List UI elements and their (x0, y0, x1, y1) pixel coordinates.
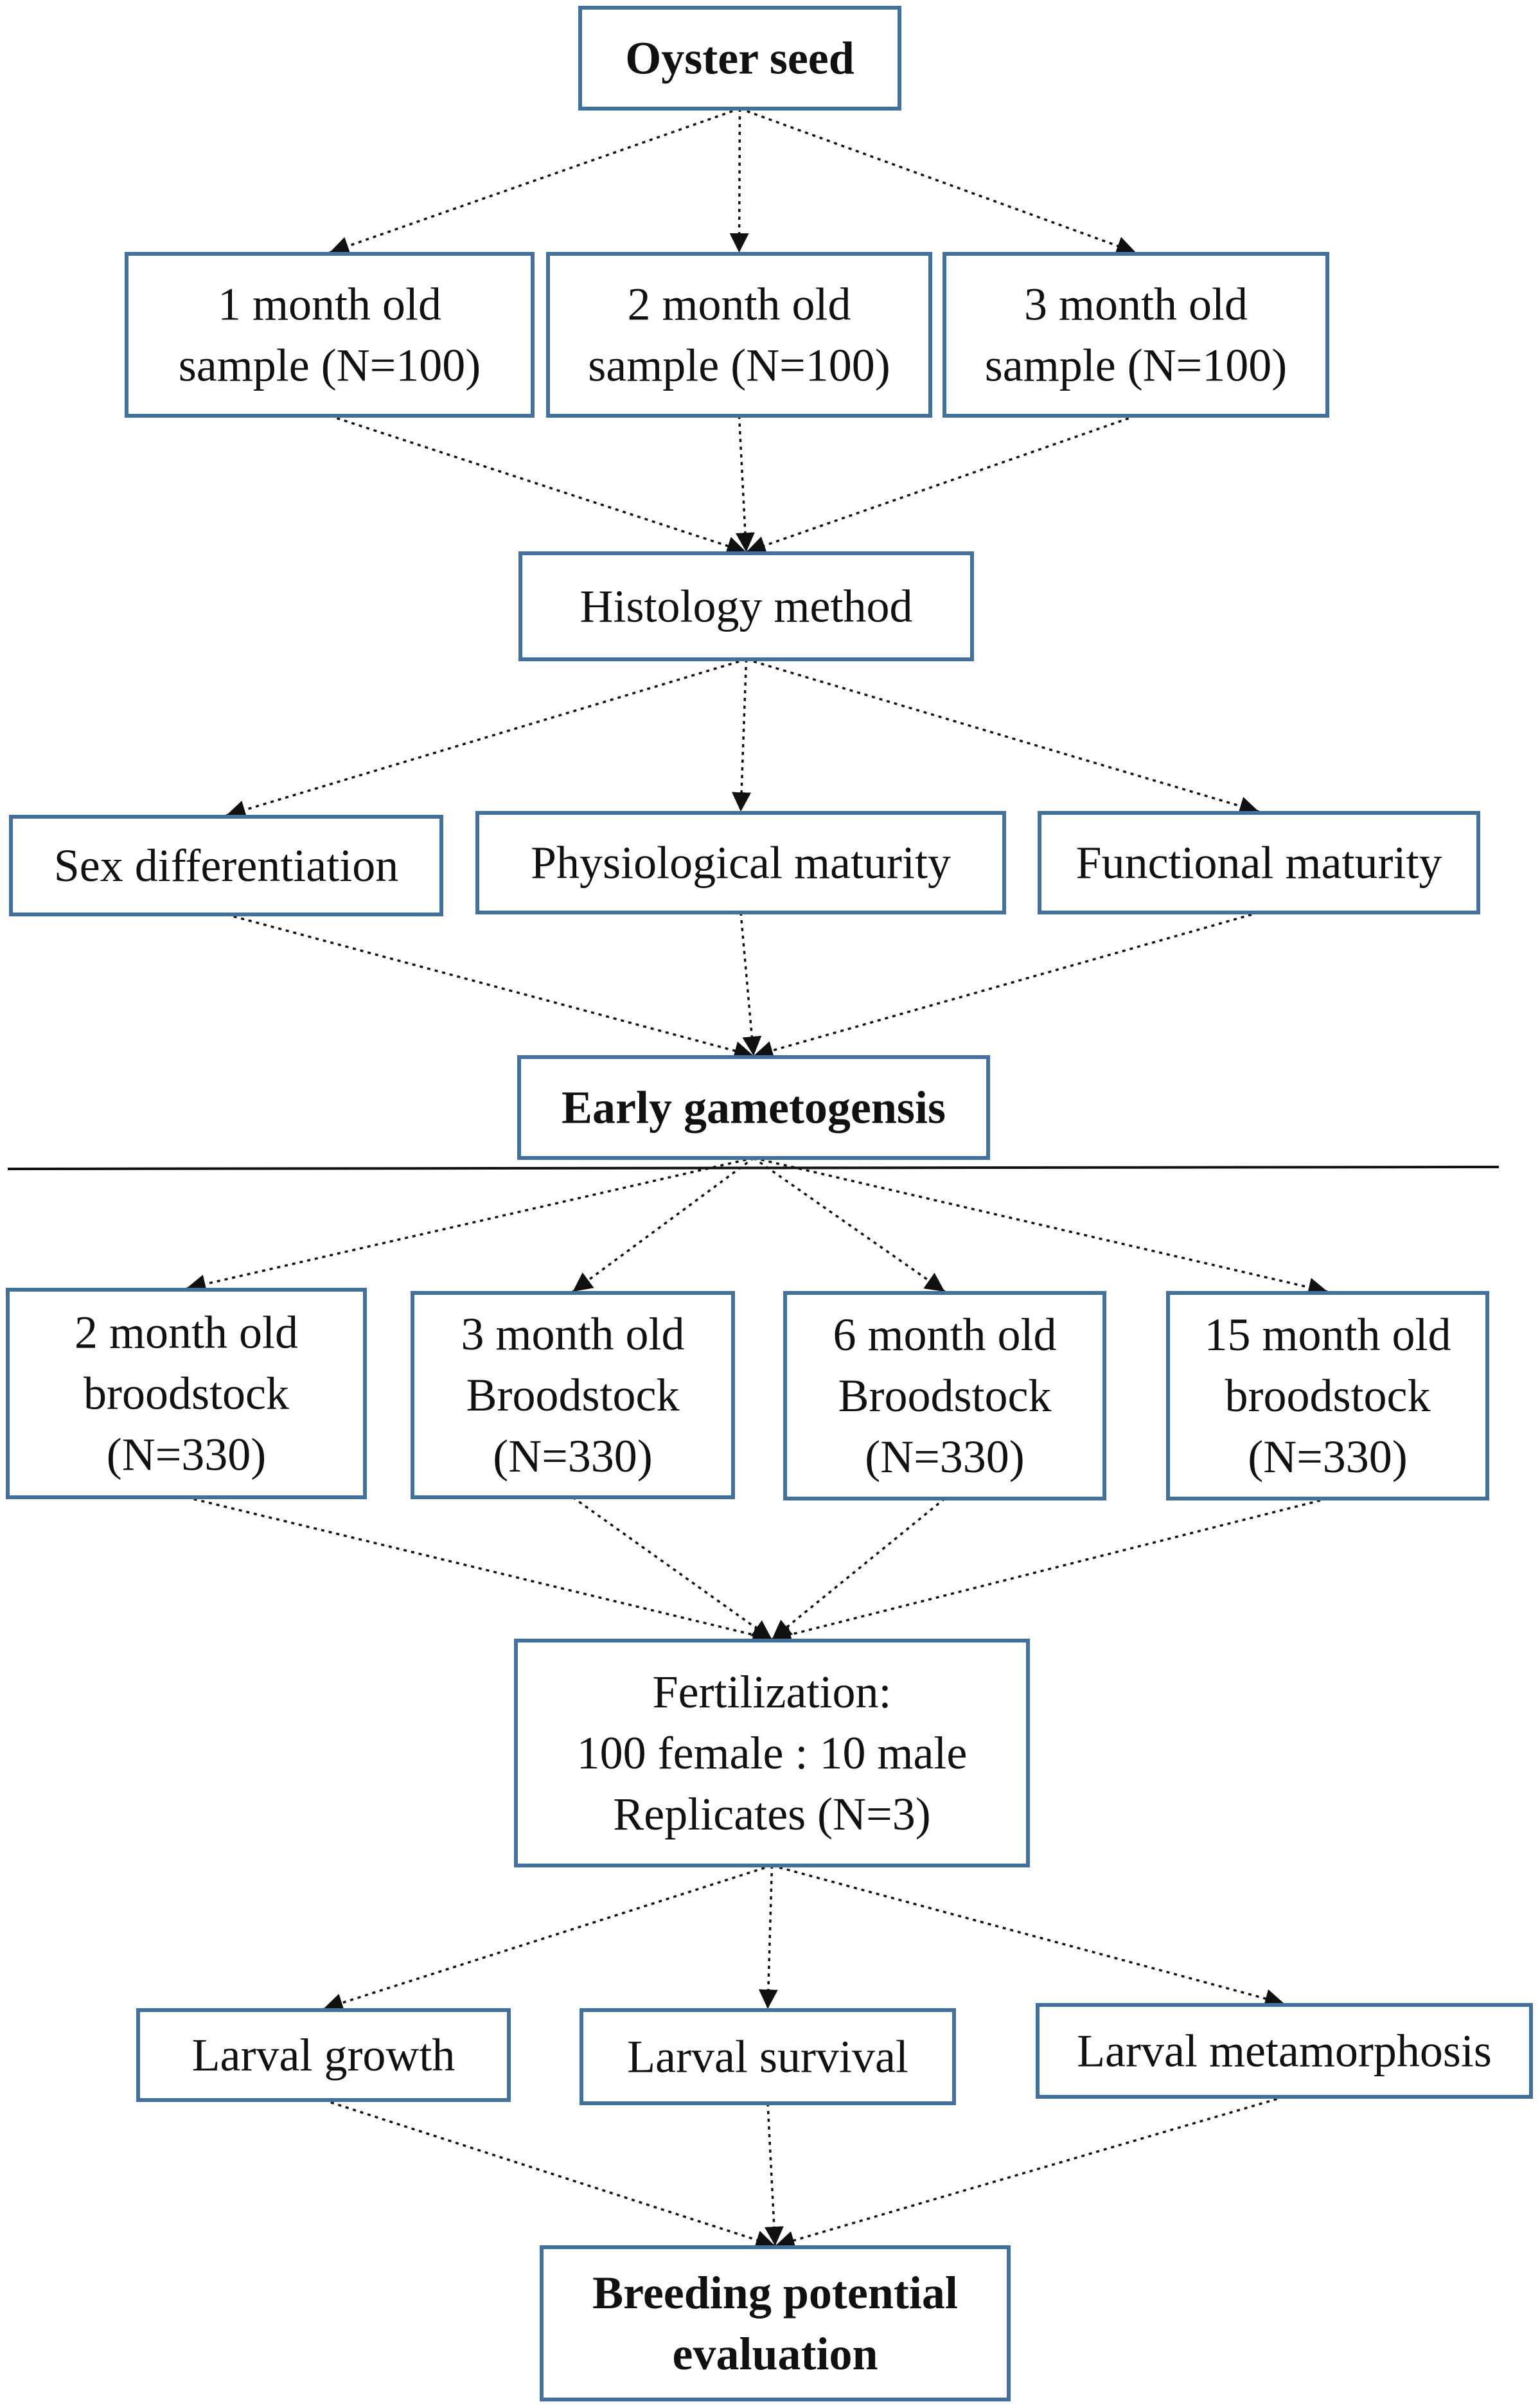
edge-broodstock-15m-to-fertilization (772, 1497, 1328, 1644)
node-label-line: (N=330) (493, 1430, 653, 1482)
edge-early-gametogenesis-to-broodstock-15m (753, 1157, 1328, 1297)
node-box (1036, 2003, 1533, 2099)
node-label-line: 6 month old (833, 1309, 1056, 1360)
node-label-line: Histology method (580, 581, 913, 632)
edge-physio-maturity-to-early-gametogenesis (739, 912, 762, 1056)
node-sample-1m: 1 month old sample (N=100) (125, 252, 535, 418)
node-label-line: Larval survival (627, 2031, 908, 2083)
node-box (9, 815, 443, 916)
node-box (783, 1291, 1106, 1500)
edge-sample-1m-to-histology (329, 414, 747, 555)
node-box (411, 1291, 735, 1499)
edge-sample-3m-to-histology (745, 414, 1137, 555)
node-oyster-seed: Oyster seed (578, 6, 901, 111)
node-box (125, 252, 535, 418)
edge-larval-growth-to-breeding-potential (323, 2099, 776, 2250)
node-box (943, 252, 1329, 418)
node-label-line: 3 month old (461, 1308, 684, 1360)
node-label-line: 2 month old (627, 279, 851, 330)
node-larval-metamorphosis: Larval metamorphosis (1036, 2003, 1533, 2099)
node-physio-maturity: Physiological maturity (475, 811, 1006, 914)
edge-early-gametogenesis-to-broodstock-2m (186, 1157, 754, 1294)
edge-oyster-seed-to-sample-2m (729, 108, 749, 253)
node-broodstock-15m: 15 month old broodstock (N=330) (1166, 1291, 1489, 1500)
node-label-line: Larval metamorphosis (1077, 2026, 1492, 2077)
edge-sample-2m-to-histology (735, 415, 755, 553)
node-sample-3m: 3 month old sample (N=100) (943, 252, 1329, 418)
node-label-line: sample (N=100) (985, 340, 1288, 391)
node-box (475, 811, 1006, 914)
node-breeding-potential: Breeding potential evaluation (540, 2245, 1011, 2401)
node-label-line: 15 month old (1204, 1309, 1451, 1360)
node-box (6, 1288, 367, 1499)
node-label-line: Larval growth (192, 2029, 456, 2081)
edge-broodstock-6m-to-fertilization (771, 1497, 946, 1641)
node-label-line: 1 month old (218, 279, 441, 330)
node-label-line: (N=330) (1248, 1431, 1408, 1482)
node-label-line: Functional maturity (1076, 837, 1442, 889)
edge-larval-metamorphosis-to-breeding-potential (775, 2096, 1285, 2250)
node-label-line: broodstock (1225, 1370, 1431, 1421)
node-label-line: (N=330) (107, 1429, 267, 1481)
node-box (514, 1639, 1030, 1867)
node-box (517, 1055, 990, 1160)
edge-fertilization-to-larval-metamorphosis (772, 1864, 1285, 2008)
node-label-line: Replicates (N=3) (613, 1788, 930, 1840)
node-box (1166, 1291, 1489, 1500)
edge-histology-to-physio-maturity (732, 659, 752, 812)
section-divider (7, 1166, 1500, 1170)
node-label-line: Fertilization: (653, 1666, 892, 1718)
node-label-line: Broodstock (838, 1370, 1052, 1421)
node-label-line: 3 month old (1024, 279, 1248, 330)
node-label-line: sample (N=100) (179, 340, 481, 391)
edge-broodstock-3m-to-fertilization (572, 1496, 773, 1641)
node-box (518, 551, 974, 661)
node-label-line: Physiological maturity (531, 837, 951, 889)
node-larval-survival: Larval survival (580, 2008, 956, 2105)
edge-histology-to-functional-maturity (746, 658, 1259, 815)
edge-oyster-seed-to-sample-1m (329, 107, 741, 256)
node-early-gametogenesis: Early gametogensis (517, 1055, 990, 1160)
edge-larval-survival-to-breeding-potential (764, 2103, 784, 2247)
node-label-line: 2 month old (75, 1307, 298, 1358)
node-box (580, 2008, 956, 2105)
node-sex-diff: Sex differentiation (9, 815, 443, 916)
node-label-line: Oyster seed (625, 33, 854, 84)
node-label-line: Sex differentiation (54, 840, 399, 891)
edge-fertilization-to-larval-growth (323, 1864, 773, 2013)
node-label-line: 100 female : 10 male (577, 1727, 968, 1779)
edge-functional-maturity-to-early-gametogenesis (753, 911, 1259, 1060)
edge-fertilization-to-larval-survival (758, 1865, 778, 2009)
node-box (578, 6, 901, 111)
node-box (136, 2008, 511, 2102)
node-label-line: broodstock (84, 1368, 289, 1420)
edge-histology-to-sex-diff (226, 658, 747, 819)
edges (186, 107, 1328, 2250)
node-box (540, 2245, 1011, 2401)
node-sample-2m: 2 month old sample (N=100) (546, 252, 932, 418)
node-larval-growth: Larval growth (136, 2008, 511, 2102)
node-label-line: Early gametogensis (562, 1082, 946, 1134)
node-label-line: evaluation (672, 2328, 878, 2380)
edge-oyster-seed-to-sample-3m (739, 107, 1137, 255)
node-label-line: sample (N=100) (588, 340, 890, 391)
node-functional-maturity: Functional maturity (1038, 811, 1480, 914)
node-label-line: Breeding potential (592, 2267, 958, 2319)
node-label-line: Broodstock (466, 1369, 680, 1421)
edge-early-gametogenesis-to-broodstock-3m (572, 1157, 755, 1293)
edge-early-gametogenesis-to-broodstock-6m (752, 1157, 946, 1293)
edge-sex-diff-to-early-gametogenesis (226, 913, 754, 1060)
node-label-line: (N=330) (865, 1431, 1025, 1482)
node-box (1038, 811, 1480, 914)
edge-broodstock-2m-to-fertilization (186, 1496, 772, 1644)
node-broodstock-2m: 2 month old broodstock (N=330) (6, 1288, 367, 1499)
node-box (546, 252, 932, 418)
node-fertilization: Fertilization: 100 female : 10 maleReplic… (514, 1639, 1030, 1867)
node-histology: Histology method (518, 551, 974, 661)
